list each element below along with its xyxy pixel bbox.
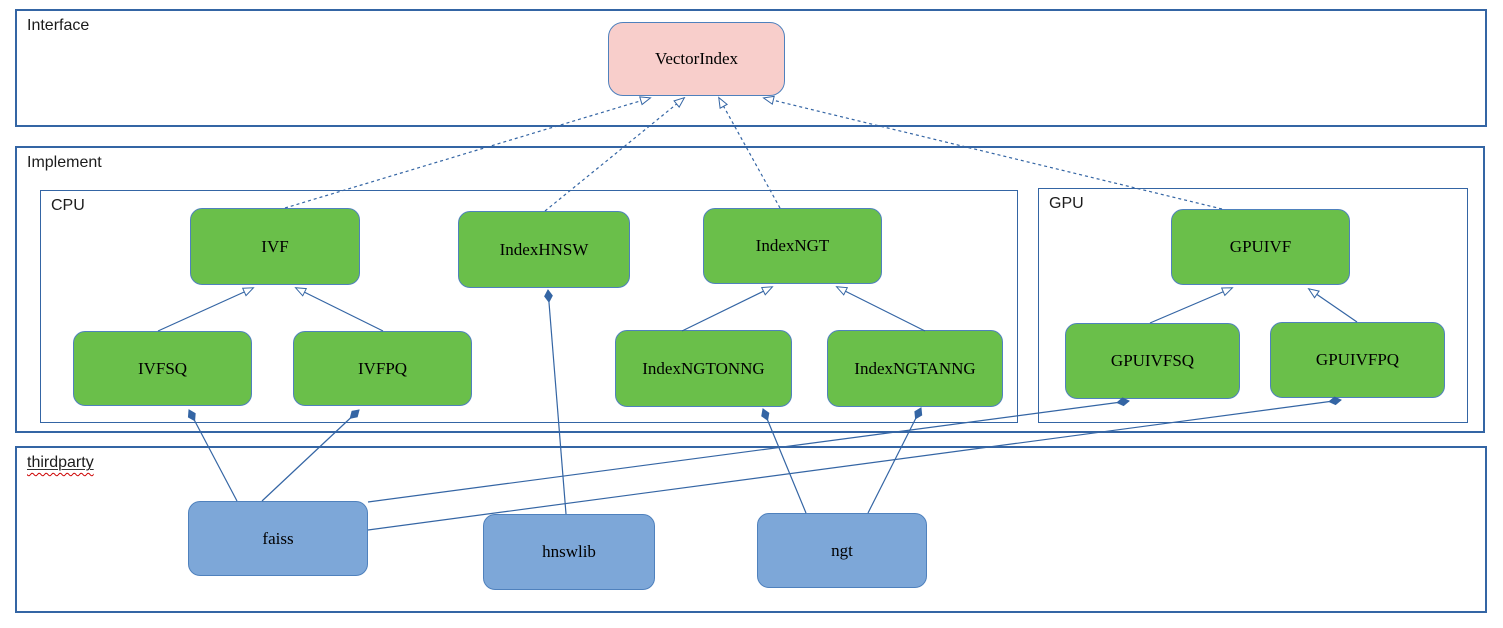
node-indexngtonng: IndexNGTONNG	[615, 330, 792, 407]
thirdparty-label-text: thirdparty	[27, 454, 94, 471]
node-indexngtanng: IndexNGTANNG	[827, 330, 1003, 407]
node-hnswlib: hnswlib	[483, 514, 655, 590]
interface-label: Interface	[27, 17, 90, 34]
gpu-label: GPU	[1049, 195, 1084, 212]
node-indexngt: IndexNGT	[703, 208, 882, 284]
node-gpuivfsq: GPUIVFSQ	[1065, 323, 1240, 399]
node-gpuivfpq: GPUIVFPQ	[1270, 322, 1445, 398]
node-faiss: faiss	[188, 501, 368, 576]
node-indexhnsw: IndexHNSW	[458, 211, 630, 288]
node-vectorindex: VectorIndex	[608, 22, 785, 96]
node-ivfpq: IVFPQ	[293, 331, 472, 406]
node-ivf: IVF	[190, 208, 360, 285]
cpu-label: CPU	[51, 197, 85, 214]
node-ngt: ngt	[757, 513, 927, 588]
node-gpuivf: GPUIVF	[1171, 209, 1350, 285]
node-ivfsq: IVFSQ	[73, 331, 252, 406]
implement-label: Implement	[27, 154, 102, 171]
thirdparty-label: thirdparty	[27, 454, 94, 472]
